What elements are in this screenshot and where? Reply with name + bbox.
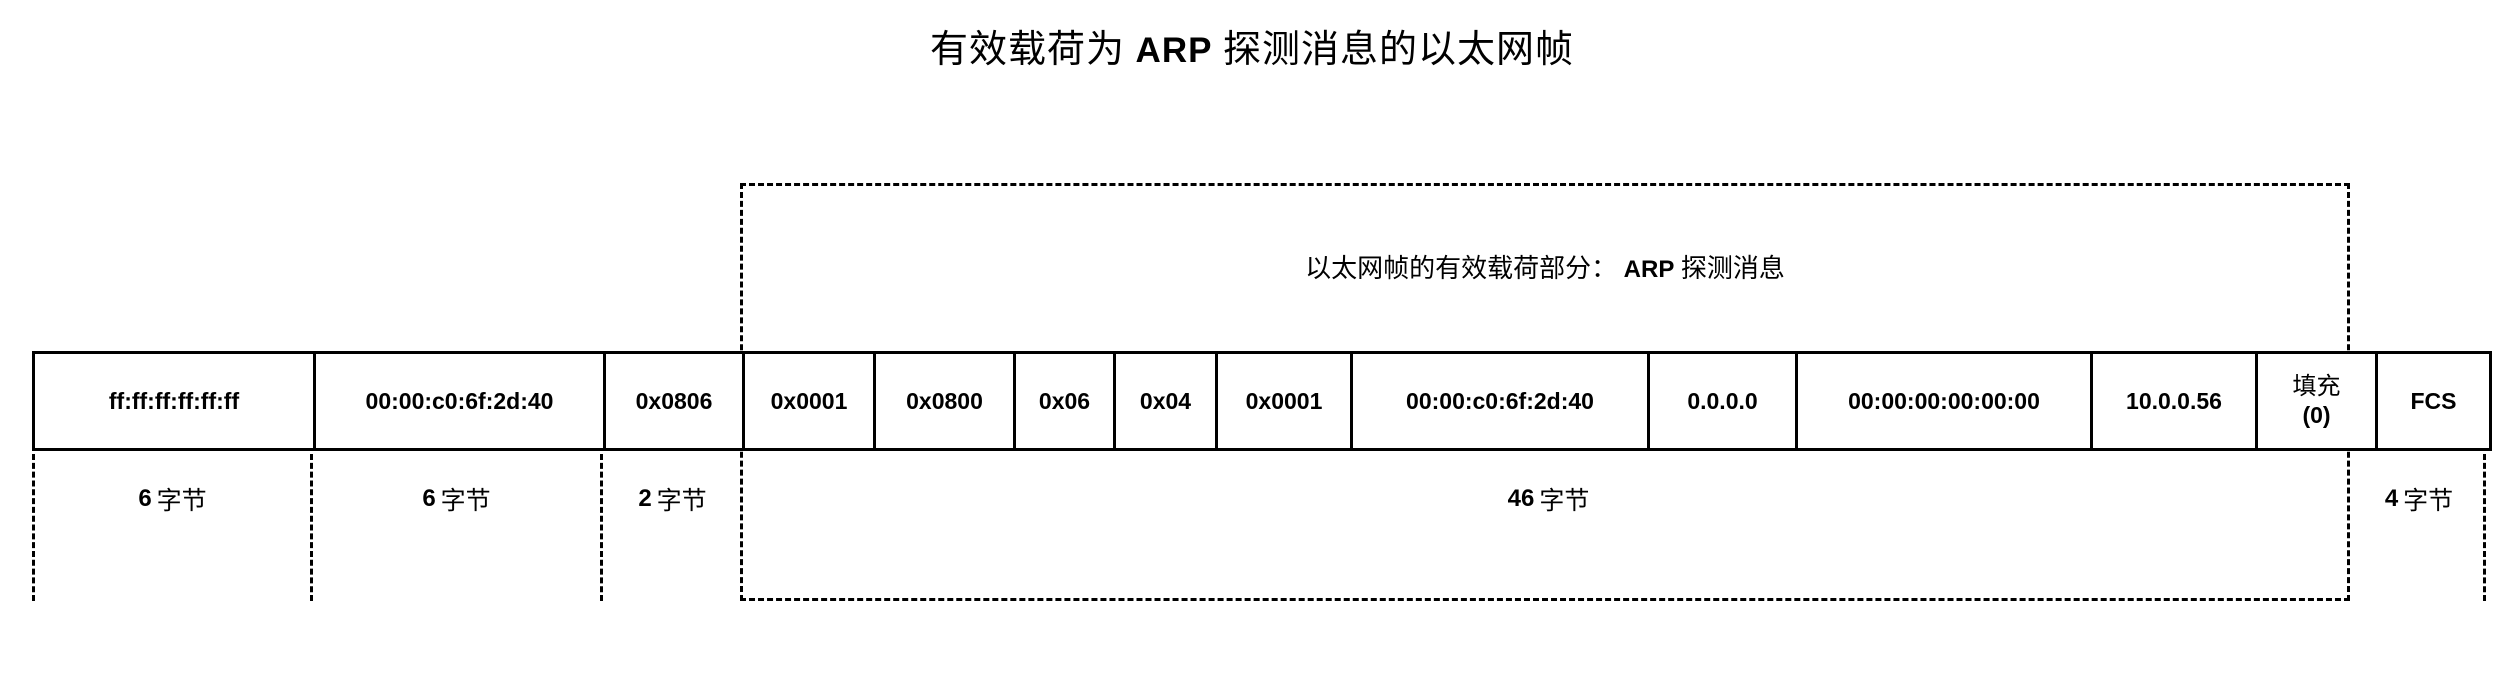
frame-cell-arp-target-ip: 10.0.0.56 [2093, 354, 2258, 448]
frame-cell-arp-sender-mac: 00:00:c0:6f:2d:40 [1353, 354, 1650, 448]
size-label-dest-mac: 6 字节 [32, 454, 313, 601]
frame-cell-arp-proto-len: 0x04 [1116, 354, 1218, 448]
size-unit: 字节 [440, 487, 491, 515]
frame-cell-value: 0x0800 [906, 387, 983, 414]
page-title-latin: ARP [1135, 31, 1213, 70]
frame-cell-src-mac: 00:00:c0:6f:2d:40 [316, 354, 606, 448]
frame-cell-value: 00:00:00:00:00:00 [1848, 387, 2040, 414]
frame-cell-value: 0.0.0.0 [1687, 387, 1758, 414]
frame-cell-arp-proto-type: 0x0800 [876, 354, 1016, 448]
payload-label-cjk-before: 以太网帧的有效载荷部分： [1305, 254, 1618, 283]
frame-cell-arp-hw-len: 0x06 [1016, 354, 1116, 448]
size-label-payload: 46 字节 [742, 454, 2355, 601]
frame-cell-dest-mac: ff:ff:ff:ff:ff:ff [35, 354, 316, 448]
payload-label-cjk-after: 探测消息 [1680, 254, 1785, 283]
frame-cell-value: 0x0001 [770, 387, 848, 414]
frame-cell-ethertype: 0x0806 [606, 354, 745, 448]
page-title: 有效载荷为 ARP 探测消息的以太网帧 [0, 18, 2504, 73]
size-number: 4 [2384, 484, 2399, 512]
size-unit: 字节 [2403, 487, 2454, 515]
payload-region-label: 以太网帧的有效载荷部分： ARP 探测消息 [740, 248, 2350, 285]
size-label-fcs: 4 字节 [2355, 454, 2486, 601]
frame-cell-value: 0x04 [1139, 387, 1192, 414]
byte-size-row: 6 字节 6 字节 2 字节 46 字节 4 字节 [32, 454, 2492, 601]
frame-cell-value: 填充 [2292, 373, 2341, 400]
frame-cell-arp-hw-type: 0x0001 [745, 354, 876, 448]
size-unit: 字节 [656, 487, 707, 515]
payload-label-latin: ARP [1623, 256, 1675, 283]
size-number: 6 [138, 484, 152, 512]
size-unit: 字节 [1539, 487, 1590, 515]
ethernet-frame-row: ff:ff:ff:ff:ff:ff 00:00:c0:6f:2d:40 0x08… [32, 351, 2492, 451]
frame-cell-value: 0x0001 [1245, 387, 1323, 414]
frame-cell-value: 00:00:c0:6f:2d:40 [1406, 387, 1594, 414]
frame-cell-value: 0x0806 [635, 387, 713, 414]
frame-cell-padding: 填充 (0) [2258, 354, 2378, 448]
frame-cell-arp-sender-ip: 0.0.0.0 [1650, 354, 1798, 448]
frame-cell-value: 0x06 [1038, 387, 1091, 414]
frame-cell-fcs: FCS [2378, 354, 2489, 448]
frame-cell-value: ff:ff:ff:ff:ff:ff [108, 387, 240, 414]
frame-cell-arp-target-mac: 00:00:00:00:00:00 [1798, 354, 2093, 448]
size-number: 46 [1507, 484, 1535, 512]
page-title-cjk-before: 有效载荷为 [930, 29, 1126, 71]
frame-cell-arp-opcode: 0x0001 [1218, 354, 1353, 448]
size-label-ethertype: 2 字节 [603, 454, 742, 601]
page-title-cjk-after: 探测消息的以太网帧 [1222, 29, 1574, 71]
size-unit: 字节 [156, 487, 207, 515]
size-label-src-mac: 6 字节 [313, 454, 603, 601]
frame-cell-value: FCS [2410, 387, 2457, 414]
frame-cell-value: 10.0.0.56 [2126, 387, 2222, 414]
frame-cell-value-secondary: (0) [2302, 401, 2331, 428]
size-number: 6 [422, 484, 436, 512]
frame-cell-value: 00:00:c0:6f:2d:40 [365, 387, 554, 414]
size-number: 2 [638, 484, 652, 512]
